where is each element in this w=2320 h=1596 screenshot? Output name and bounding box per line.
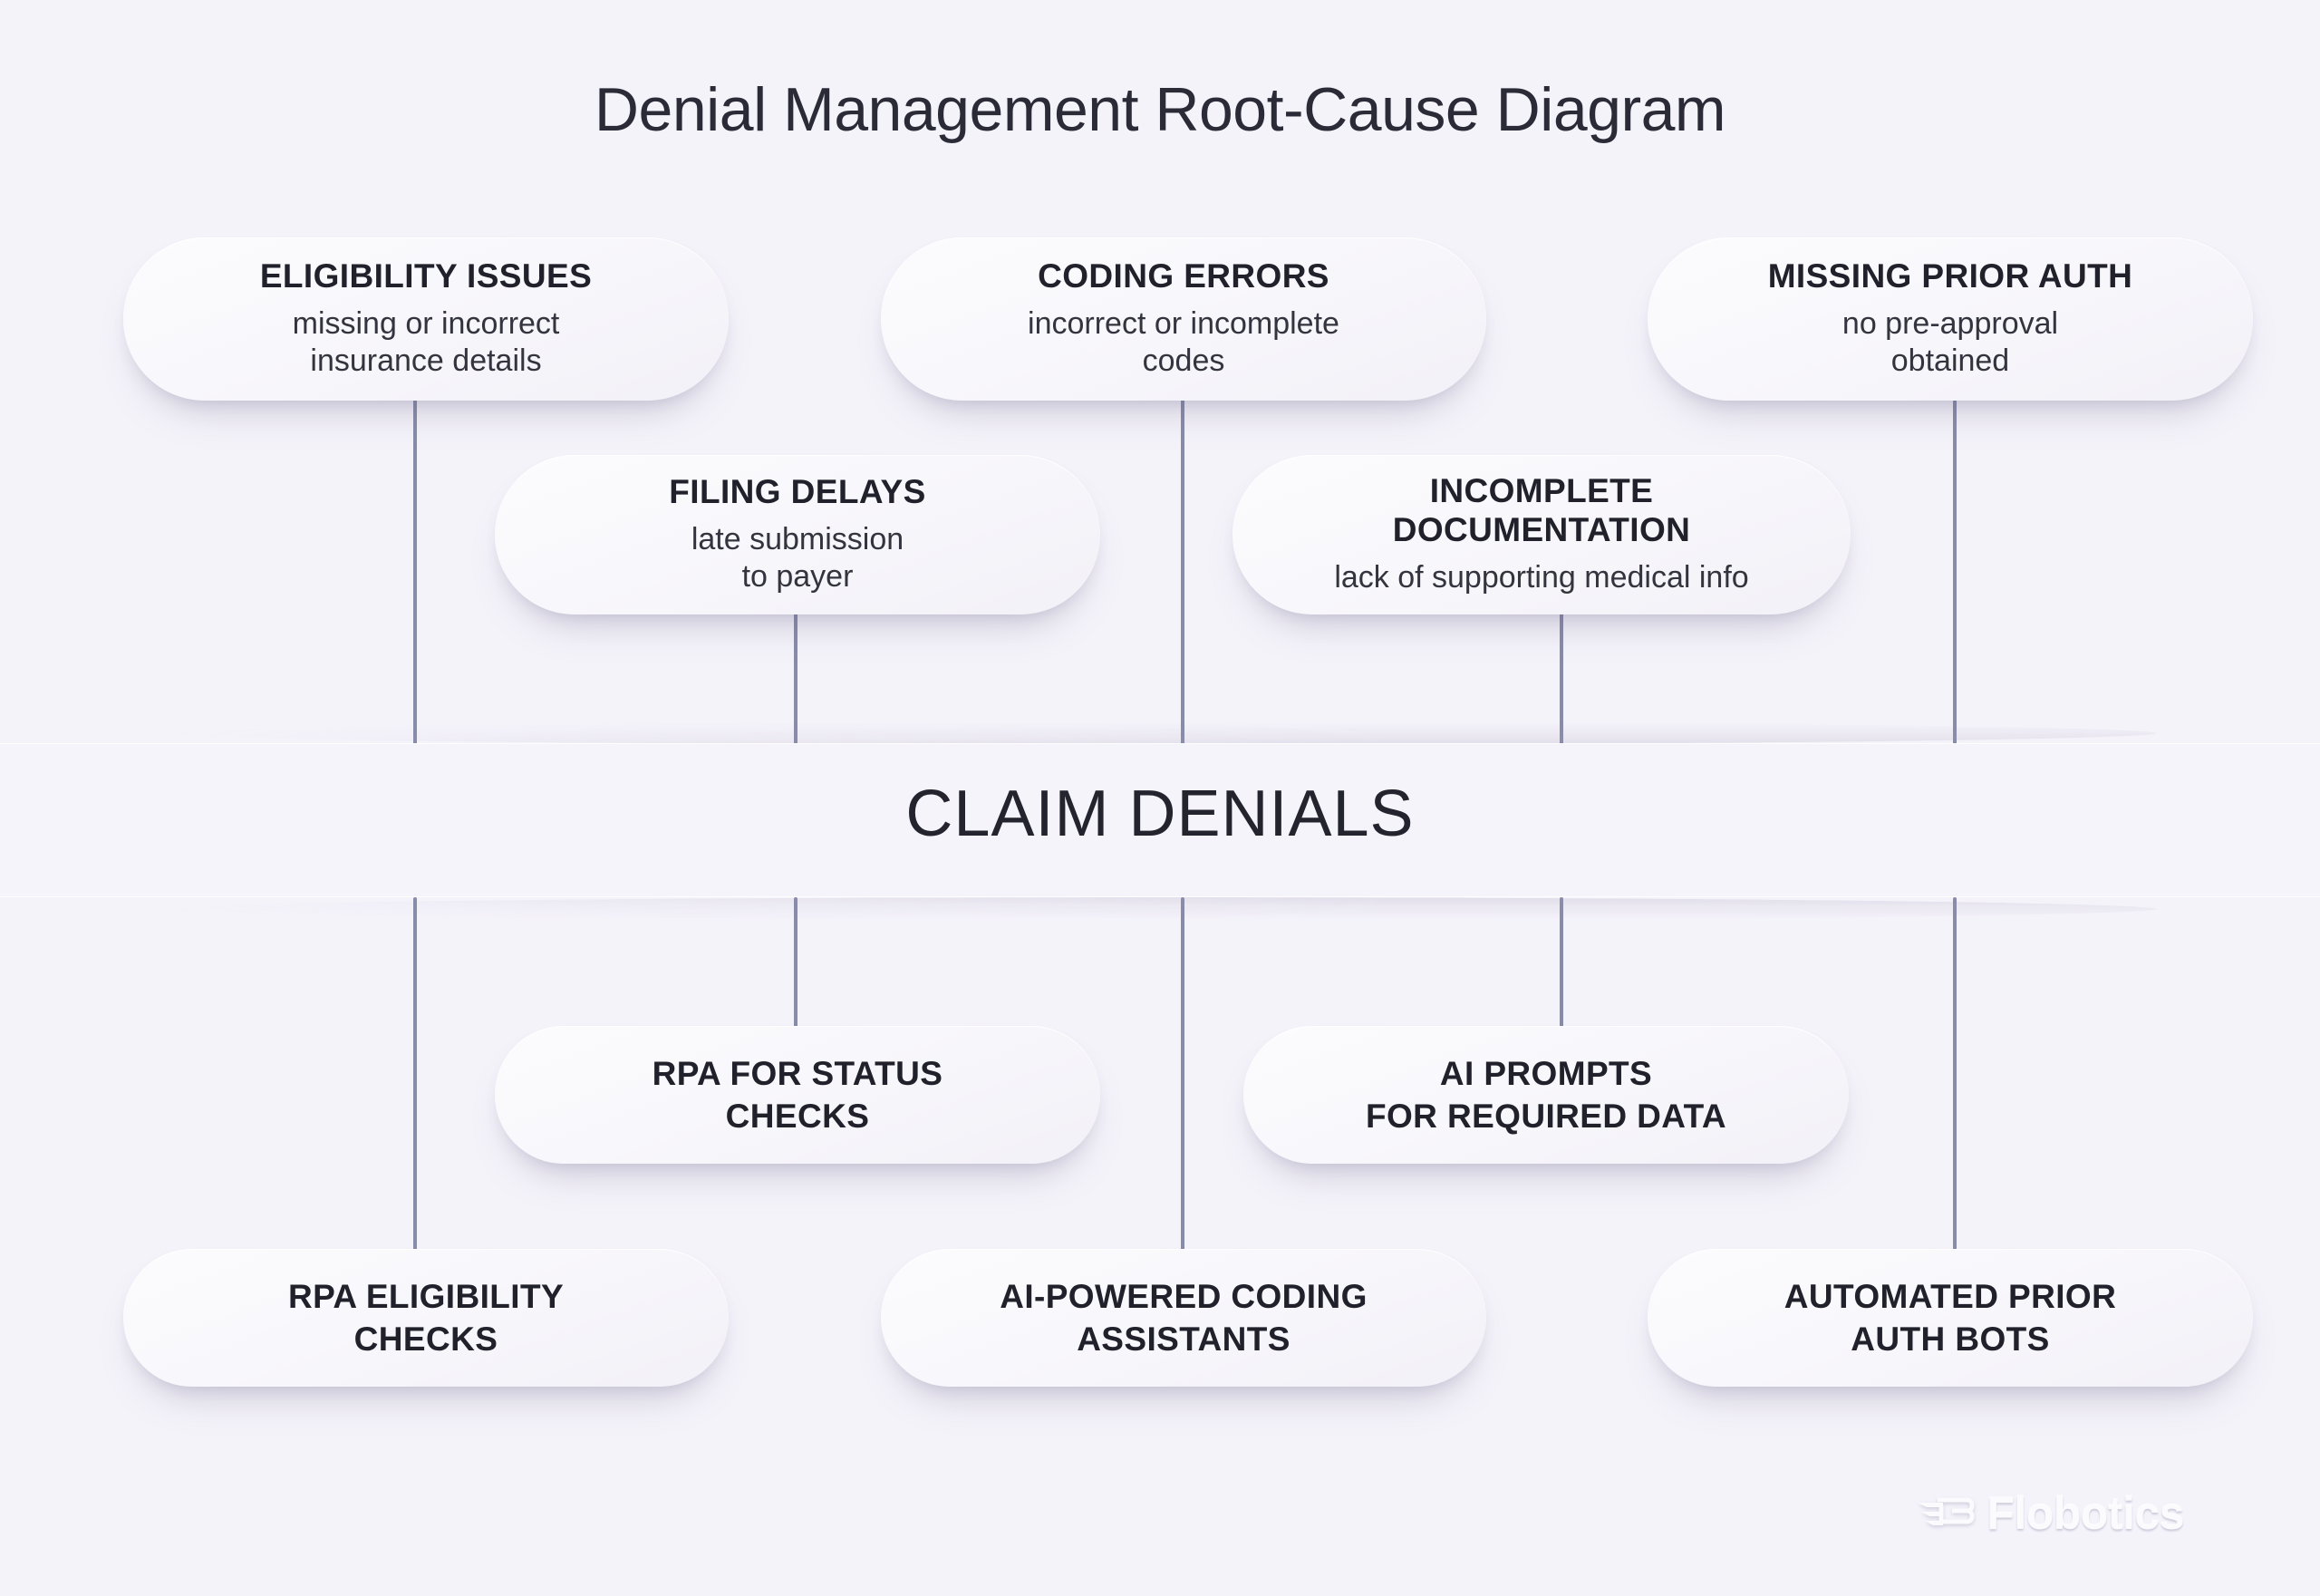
connector-cause-coding-errors [1181, 392, 1184, 745]
spine-top-shadow [163, 721, 2157, 745]
cause-card-subtitle: incorrect or incomplete codes [1028, 305, 1339, 379]
flobotics-winged-b-mark [1918, 1497, 1975, 1525]
spine-bottom-shadow [163, 897, 2157, 921]
spine-label: CLAIM DENIALS [905, 778, 1415, 850]
solution-card-title: RPA ELIGIBILITY CHECKS [287, 1277, 565, 1358]
connector-cause-eligibility [413, 392, 417, 745]
solution-card-title: RPA FOR STATUS CHECKS [652, 1054, 943, 1135]
solution-card-ai-prompts-for-required-data[interactable]: AI PROMPTS FOR REQUIRED DATA [1243, 1026, 1849, 1164]
flobotics-logo: Flobotics [1916, 1487, 2184, 1540]
solution-card-rpa-status-checks[interactable]: RPA FOR STATUS CHECKS [495, 1026, 1100, 1164]
cause-card-incomplete-documentation[interactable]: INCOMPLETE DOCUMENTATION lack of support… [1232, 455, 1851, 614]
solution-card-ai-powered-coding-assistants[interactable]: AI-POWERED CODING ASSISTANTS [881, 1249, 1486, 1387]
cause-card-coding-errors[interactable]: CODING ERRORS incorrect or incomplete co… [881, 237, 1486, 401]
connector-solution-rpa-status [794, 897, 798, 1115]
solution-card-rpa-eligibility-checks[interactable]: RPA ELIGIBILITY CHECKS [123, 1249, 729, 1387]
cause-card-eligibility-issues[interactable]: ELIGIBILITY ISSUES missing or incorrect … [123, 237, 729, 401]
connector-solution-rpa-eligibility [413, 897, 417, 1260]
cause-card-title: INCOMPLETE DOCUMENTATION [1392, 472, 1691, 549]
solution-card-title: AUTOMATED PRIOR AUTH BOTS [1784, 1277, 2117, 1358]
cause-card-filing-delays[interactable]: FILING DELAYS late submission to payer [495, 455, 1100, 614]
connector-solution-ai-coding [1181, 897, 1184, 1260]
cause-card-title: MISSING PRIOR AUTH [1767, 257, 2133, 295]
cause-card-title: ELIGIBILITY ISSUES [259, 257, 593, 295]
connector-cause-filing-delays [794, 524, 798, 745]
cause-card-subtitle: no pre-approval obtained [1842, 305, 2059, 379]
cause-card-missing-prior-auth[interactable]: MISSING PRIOR AUTH no pre-approval obtai… [1648, 237, 2253, 401]
cause-card-subtitle: lack of supporting medical info [1334, 560, 1749, 595]
connector-solution-ai-prompts [1560, 897, 1563, 1115]
cause-card-title: CODING ERRORS [1038, 257, 1329, 295]
flobotics-wordmark: Flobotics [1986, 1488, 2184, 1539]
solution-card-automated-prior-auth-bots[interactable]: AUTOMATED PRIOR AUTH BOTS [1648, 1249, 2253, 1387]
cause-card-subtitle: late submission to payer [691, 521, 904, 595]
page-title: Denial Management Root-Cause Diagram [594, 75, 1726, 144]
connector-solution-auth-bots [1953, 897, 1957, 1260]
connector-cause-incomplete-docs [1560, 524, 1563, 745]
solution-card-title: AI-POWERED CODING ASSISTANTS [1000, 1277, 1368, 1358]
solution-card-title: AI PROMPTS FOR REQUIRED DATA [1365, 1054, 1727, 1135]
spine-band [0, 743, 2320, 897]
cause-card-title: FILING DELAYS [669, 473, 926, 511]
cause-card-subtitle: missing or incorrect insurance details [292, 305, 560, 379]
connector-cause-missing-prior-auth [1953, 392, 1957, 745]
